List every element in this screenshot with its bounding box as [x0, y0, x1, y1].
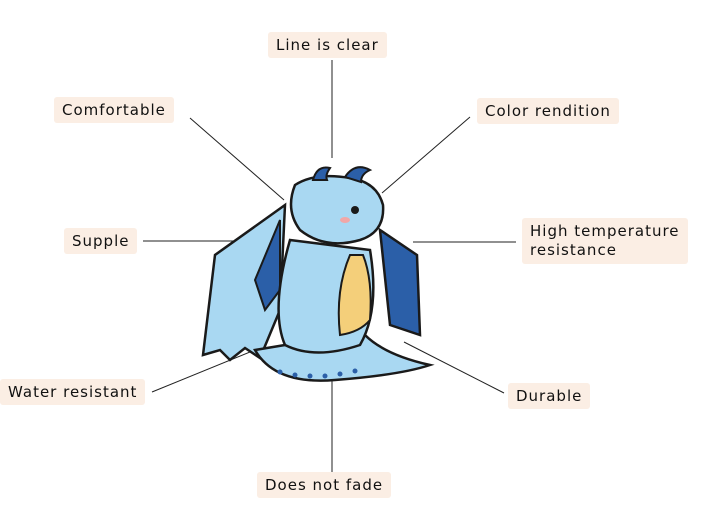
feature-color-rendition: Color rendition [477, 98, 619, 124]
horn-left [311, 166, 332, 181]
feature-supple: Supple [64, 228, 138, 254]
head [289, 174, 385, 245]
feature-high-temperature-resistance: High temperature resistance [522, 218, 688, 264]
feature-comfortable: Comfortable [54, 97, 174, 123]
left-wing [201, 202, 287, 362]
line-top-left [189, 117, 285, 201]
feature-durable: Durable [508, 383, 591, 409]
dragon-pin-image [201, 166, 435, 382]
line-bottom-right [403, 341, 505, 394]
eye [351, 206, 359, 214]
line-top-right [381, 116, 471, 194]
right-wing [378, 227, 422, 337]
horn-right [343, 166, 373, 184]
feature-does-not-fade: Does not fade [257, 472, 392, 498]
blush [340, 217, 350, 223]
belly [337, 254, 372, 337]
feature-line-is-clear: Line is clear [268, 32, 387, 58]
left-wing-inner [253, 219, 281, 313]
feature-water-resistant: Water resistant [0, 379, 146, 405]
line-bottom-left [151, 349, 256, 393]
